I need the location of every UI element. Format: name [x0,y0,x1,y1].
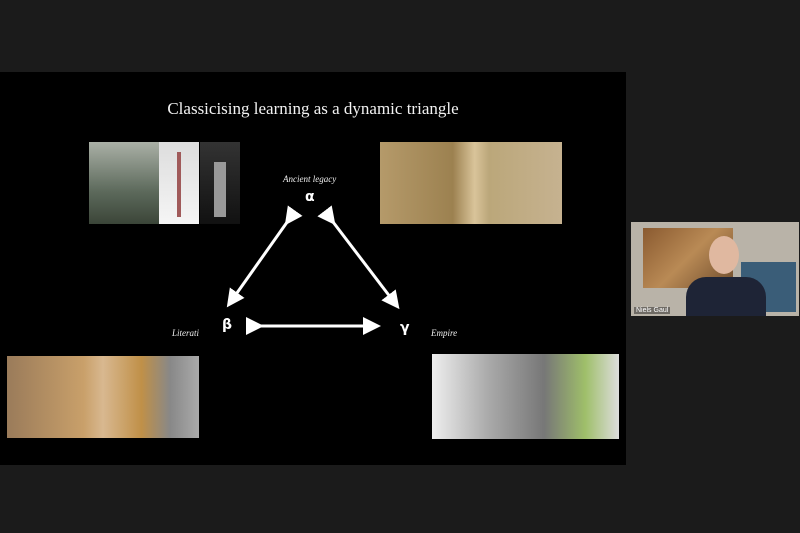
column-statue-image [159,142,199,224]
manuscript-image [380,142,562,224]
participant-name: Niels Gaul [634,307,671,314]
triangle-arrows [226,205,400,335]
bronze-vessel-image [89,142,159,224]
literati-portraits-image [7,356,199,438]
vertex-label-literati: Literati [172,328,200,338]
vertex-label-ancient-legacy: Ancient legacy [283,174,337,184]
participant-video[interactable]: Niels Gaul [631,222,799,316]
vertex-beta: β [222,317,233,333]
arrow-alpha-beta [226,205,303,308]
arrow-alpha-gamma [317,205,400,310]
empire-map-image [432,354,619,439]
vertex-label-empire: Empire [431,328,458,338]
vertex-alpha: α [305,189,315,205]
vertex-gamma: γ [400,320,410,336]
shared-slide: Classicising learning as a dynamic trian… [0,72,626,465]
slide-title: Classicising learning as a dynamic trian… [167,99,459,118]
